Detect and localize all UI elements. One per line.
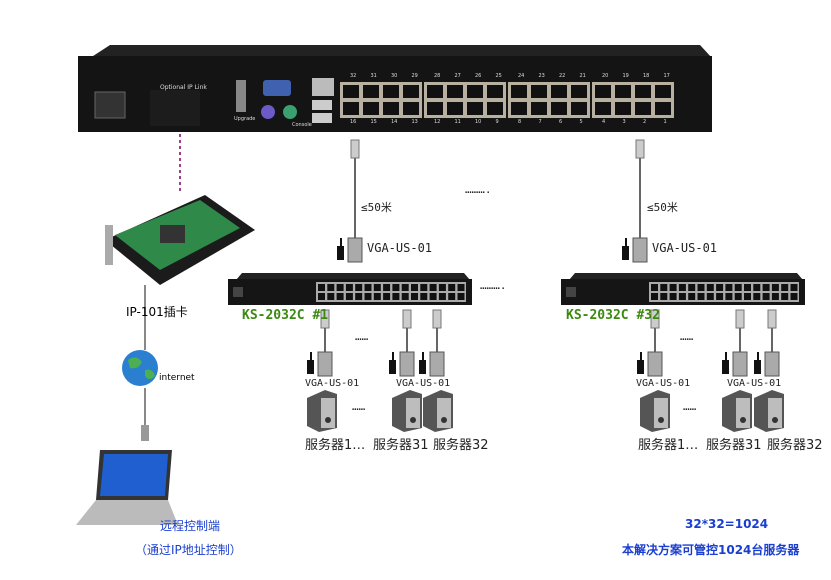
server-label: 服务器32 <box>767 438 823 453</box>
switch-1-unit <box>228 273 472 305</box>
summary-text: 本解决方案可管控1024台服务器 <box>622 543 800 557</box>
dongle-label-s1b: VGA-US-01 <box>396 378 451 389</box>
server-cable <box>722 309 748 377</box>
port-number: 32 <box>350 73 357 79</box>
port-number: 19 <box>622 73 629 79</box>
ellipsis-middle: ………. <box>480 279 507 292</box>
port-number: 18 <box>643 73 650 79</box>
dongle-label-s2a: VGA-US-01 <box>636 378 691 389</box>
port-number: 16 <box>350 119 357 125</box>
laptop-icon <box>76 450 178 525</box>
ellipsis-srv1: …… <box>352 400 366 413</box>
server-icon <box>640 390 670 432</box>
port-number: 4 <box>602 119 606 125</box>
dongle-label-s2b: VGA-US-01 <box>727 378 782 389</box>
server-icon <box>423 390 453 432</box>
dongle-label-main-2: VGA-US-01 <box>652 241 718 255</box>
ip-card-label: IP-101插卡 <box>126 305 188 319</box>
remote-title: 远程控制端 <box>160 519 221 533</box>
console-label: Console <box>292 122 312 128</box>
internet-label: internet <box>159 373 195 383</box>
remote-subtitle: （通过IP地址控制） <box>135 543 242 557</box>
port-number: 23 <box>538 73 545 79</box>
server-icon <box>722 390 752 432</box>
dongle-label-s1a: VGA-US-01 <box>305 378 360 389</box>
server-cable <box>754 309 780 377</box>
server-label: 服务器32 <box>433 438 489 453</box>
port-number: 10 <box>475 119 482 125</box>
port-number: 5 <box>579 119 583 125</box>
cable-distance-1: ≤50米 <box>361 201 392 214</box>
cable-main-to-switch-32 <box>622 139 648 263</box>
ellipsis-srv2: …… <box>683 400 697 413</box>
ip-card-image <box>105 195 255 285</box>
server-cable <box>389 309 415 377</box>
port-number: 27 <box>454 73 461 79</box>
port-number: 25 <box>495 73 502 79</box>
server-icon <box>754 390 784 432</box>
ellipsis-s2: …… <box>680 330 694 343</box>
port-number: 21 <box>579 73 586 79</box>
switch-32-name: KS-2032C #32 <box>566 308 660 323</box>
ip-link-label: Optional IP Link <box>160 84 207 91</box>
port-number: 29 <box>411 73 418 79</box>
port-number: 20 <box>602 73 609 79</box>
main-kvm-switch <box>78 45 712 132</box>
port-number: 8 <box>518 119 522 125</box>
ellipsis-s1: …… <box>355 330 369 343</box>
server-label: 服务器1… <box>638 438 699 453</box>
cable-distance-2: ≤50米 <box>647 201 678 214</box>
port-number: 22 <box>559 73 566 79</box>
port-number: 26 <box>475 73 482 79</box>
server-cable <box>419 309 445 377</box>
upgrade-label: Upgrade <box>234 116 256 122</box>
port-number: 11 <box>454 119 461 125</box>
port-number: 28 <box>434 73 441 79</box>
port-number: 2 <box>643 119 647 125</box>
port-number: 3 <box>622 119 626 125</box>
switch-1-name: KS-2032C #1 <box>242 308 329 323</box>
server-label: 服务器31 <box>706 438 762 453</box>
dongle-label-main-1: VGA-US-01 <box>367 241 433 255</box>
port-number: 30 <box>391 73 398 79</box>
port-number: 7 <box>538 119 542 125</box>
port-number: 15 <box>370 119 377 125</box>
port-number: 13 <box>411 119 418 125</box>
port-number: 1 <box>663 119 667 125</box>
port-number: 12 <box>434 119 441 125</box>
server-label: 服务器1… <box>305 438 366 453</box>
server-label: 服务器31 <box>373 438 429 453</box>
switch-32-unit <box>561 273 805 305</box>
port-number: 31 <box>370 73 377 79</box>
port-number: 17 <box>663 73 670 79</box>
port-number: 9 <box>495 119 499 125</box>
ellipsis-top: ………. <box>465 183 492 196</box>
server-icon <box>392 390 422 432</box>
summary-formula: 32*32=1024 <box>685 517 769 531</box>
cable-main-to-switch-1 <box>337 139 363 263</box>
port-number: 14 <box>391 119 398 125</box>
server-cable <box>307 309 333 377</box>
port-number: 24 <box>518 73 525 79</box>
server-cable <box>637 309 663 377</box>
globe-icon <box>122 350 158 386</box>
server-icon <box>307 390 337 432</box>
port-number: 6 <box>559 119 563 125</box>
